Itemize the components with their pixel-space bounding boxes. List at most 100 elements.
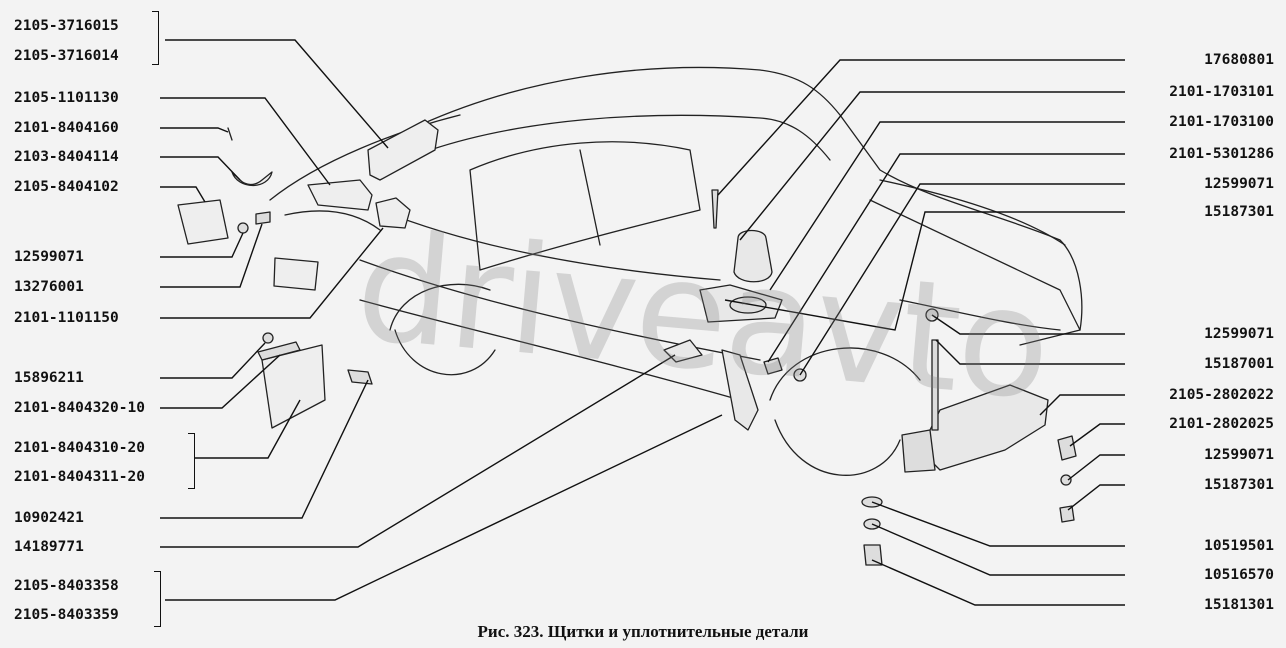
leader-l6	[160, 232, 244, 258]
washer-small-left	[237, 222, 249, 234]
front-shield-bracket	[901, 429, 936, 473]
label-bracket	[188, 433, 195, 489]
leader-r1	[739, 91, 1125, 241]
car-body-outline	[419, 66, 1083, 346]
part-label-left: 2105-3716015	[14, 18, 119, 34]
leader-l15	[165, 414, 723, 601]
leader-r6	[931, 314, 1125, 335]
rear-wheel	[394, 329, 496, 376]
leader-r5	[724, 211, 1125, 331]
car-front-panel	[899, 299, 1061, 331]
leader-r11	[1067, 484, 1125, 511]
leader-r12	[871, 501, 1125, 547]
leader-l11	[195, 399, 301, 459]
car-door-line	[379, 209, 721, 281]
part-label-left: 15896211	[14, 370, 84, 386]
leader-l8	[160, 227, 384, 319]
part-label-left: 12599071	[14, 249, 84, 265]
plate-lamp	[273, 257, 319, 291]
leader-l5	[160, 186, 206, 203]
mud-flap-bracket	[257, 341, 301, 361]
part-label-right: 10516570	[1204, 567, 1274, 583]
part-label-left: 2101-8404311-20	[14, 469, 145, 485]
part-label-left: 2105-3716014	[14, 48, 119, 64]
part-label-right: 10519501	[1204, 538, 1274, 554]
car-sill-line	[359, 299, 741, 401]
leader-l4	[160, 156, 241, 181]
leader-r4	[799, 183, 1125, 376]
spring-bolt	[711, 189, 719, 229]
arm-bracket	[721, 349, 759, 431]
part-label-left: 2101-1101150	[14, 310, 119, 326]
leader-r8	[1039, 394, 1125, 416]
rubber-boot	[733, 229, 773, 283]
part-label-right: 15181301	[1204, 597, 1274, 613]
part-label-right: 2101-5301286	[1169, 146, 1274, 162]
part-label-right: 2101-1703100	[1169, 114, 1274, 130]
leader-lines	[160, 39, 1125, 606]
part-label-left: 13276001	[14, 279, 84, 295]
part-label-right: 15187001	[1204, 356, 1274, 372]
part-label-right: 2101-1703101	[1169, 84, 1274, 100]
leader-r7	[935, 339, 1125, 365]
leader-l10	[160, 354, 281, 409]
leader-l0	[165, 39, 389, 149]
screw-left	[347, 369, 373, 385]
part-label-left: 2101-8404310-20	[14, 440, 145, 456]
figure-caption: Рис. 323. Щитки и уплотнительные детали	[477, 622, 809, 641]
mud-flap	[261, 344, 326, 429]
part-label-right: 2101-2802025	[1169, 416, 1274, 432]
leader-r14	[871, 559, 1125, 606]
rear-lamp-housing	[367, 119, 439, 181]
leader-l14	[160, 354, 676, 548]
car-window-frame	[469, 141, 701, 271]
car-side-line	[359, 259, 761, 361]
bolt-bottom	[863, 544, 883, 566]
bolt-right	[1059, 505, 1075, 523]
clip-ring	[231, 171, 273, 186]
part-label-right: 12599071	[1204, 176, 1274, 192]
part-label-left: 2101-8404160	[14, 120, 119, 136]
car-roof-line	[429, 114, 831, 161]
leader-l7	[160, 223, 263, 288]
part-label-right: 12599071	[1204, 447, 1274, 463]
trim-panel	[307, 179, 373, 211]
label-bracket	[152, 11, 159, 65]
nut-left	[262, 332, 274, 344]
car-window-split	[579, 149, 601, 246]
leader-r0	[717, 59, 1125, 196]
part-label-left: 2105-1101130	[14, 90, 119, 106]
leader-l9	[160, 342, 266, 379]
clip-right	[1057, 435, 1077, 461]
bolt-left	[255, 211, 271, 225]
leader-r13	[871, 523, 1125, 576]
part-label-right: 15187301	[1204, 204, 1274, 220]
leader-l2	[160, 97, 331, 186]
part-label-left: 10902421	[14, 510, 84, 526]
leader-l13	[160, 379, 369, 519]
label-bracket	[154, 571, 161, 627]
bolt-center	[763, 357, 783, 375]
leader-l3	[160, 127, 229, 133]
shield-stud	[931, 339, 939, 431]
front-wheel	[774, 419, 901, 476]
part-label-right: 12599071	[1204, 326, 1274, 342]
leader-r10	[1067, 454, 1125, 481]
part-label-left: 2101-8404320-10	[14, 400, 145, 416]
front-shield	[919, 384, 1049, 471]
part-label-right: 2105-2802022	[1169, 387, 1274, 403]
front-wheel-arch	[769, 347, 921, 401]
leader-r3	[767, 153, 1125, 363]
part-label-left: 2105-8403358	[14, 578, 119, 594]
rear-wheel-arch	[389, 283, 491, 331]
car-hood-line	[879, 179, 1066, 246]
trunk-edge	[284, 210, 381, 231]
fuel-flap	[177, 199, 229, 245]
part-label-right: 15187301	[1204, 477, 1274, 493]
bracket-small	[375, 197, 411, 229]
pin-top	[227, 127, 233, 141]
washer-right	[1060, 474, 1072, 486]
leader-r2	[769, 121, 1125, 291]
